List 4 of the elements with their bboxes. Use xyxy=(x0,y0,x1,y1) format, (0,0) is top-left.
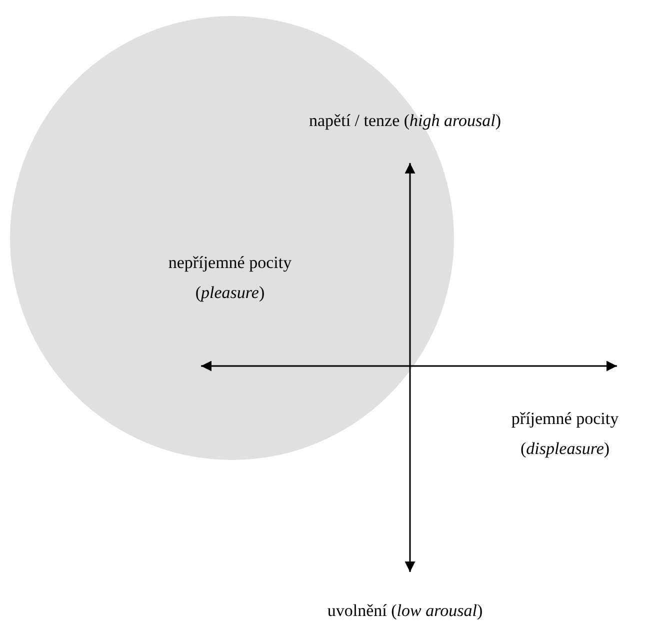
axis-label: napětí / tenze (high arousal) xyxy=(308,110,502,132)
axis-label: nepříjemné pocity (pleasure) xyxy=(167,252,293,304)
axis-label: uvolnění (low arousal) xyxy=(326,600,484,622)
axis-label: příjemné pocity (displeasure) xyxy=(510,408,620,460)
